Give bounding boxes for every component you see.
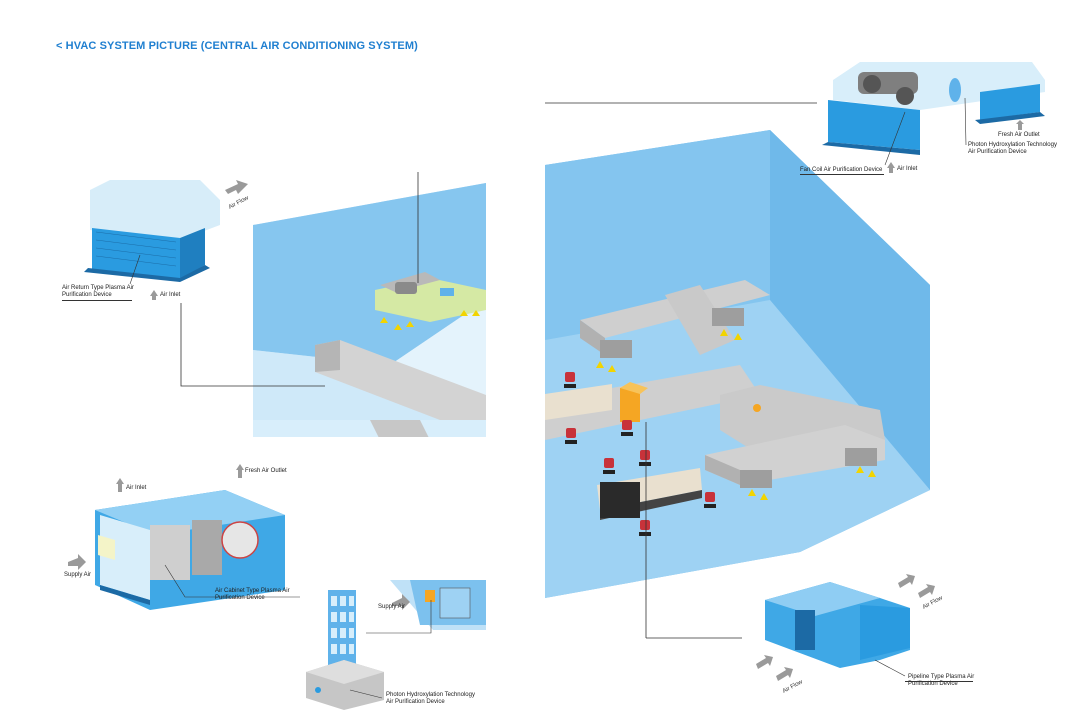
pipeline-device [756,574,935,681]
left-room-cutaway [252,183,486,440]
fresh-air-outlet-label-2: Fresh Air Outlet [245,468,287,474]
pipeline-label-line-1: Pipeline Type Plasma Air [908,674,975,680]
photon-label-2: Photon Hydroxylation Technology Air Puri… [386,692,475,706]
fan-coil-label: Fan Coil Air Purification Device [800,167,883,173]
pipeline-underline [905,681,973,682]
supply-air-label-2: Supply Air [378,604,406,610]
photon-tower-device [306,590,384,710]
air-inlet-label-1: Air Inlet [160,292,181,298]
photon-label-1-line-2: Air Purification Device [968,149,1027,155]
fresh-air-outlet-label-1: Fresh Air Outlet [998,132,1040,138]
main-room-cutaway [545,130,930,639]
fan-coil-underline [800,174,884,175]
air-cabinet-label-line-1: Air Cabinet Type Plasma Air [215,588,290,594]
fan-coil-device [822,62,1045,173]
air-return-label: Air Return Type Plasma Air Purification … [62,285,134,299]
supply-air-cutaway [366,580,486,634]
air-inlet-label-3: Air Inlet [126,485,147,491]
supply-air-label-1: Supply Air [64,572,92,578]
photon-label-2-line-1: Photon Hydroxylation Technology [386,692,475,698]
page-title: < HVAC SYSTEM PICTURE (CENTRAL AIR CONDI… [56,40,418,52]
air-return-device [84,180,325,387]
photon-label-1-line-1: Photon Hydroxylation Technology [968,142,1057,148]
air-return-label-line-1: Air Return Type Plasma Air [62,285,134,291]
photon-label-1: Photon Hydroxylation Technology Air Puri… [968,142,1057,156]
pipeline-label-line-2: Purification Device [908,681,958,687]
air-cabinet-label: Air Cabinet Type Plasma Air Purification… [215,588,290,602]
photon-label-2-line-2: Air Purification Device [386,699,445,705]
air-inlet-label-2: Air Inlet [897,166,918,172]
air-return-underline [62,300,132,301]
air-return-label-line-2: Purification Device [62,292,112,298]
pipeline-label: Pipeline Type Plasma Air Purification De… [908,674,974,688]
air-cabinet-device [68,464,300,610]
air-cabinet-label-line-2: Purification Device [215,595,265,601]
